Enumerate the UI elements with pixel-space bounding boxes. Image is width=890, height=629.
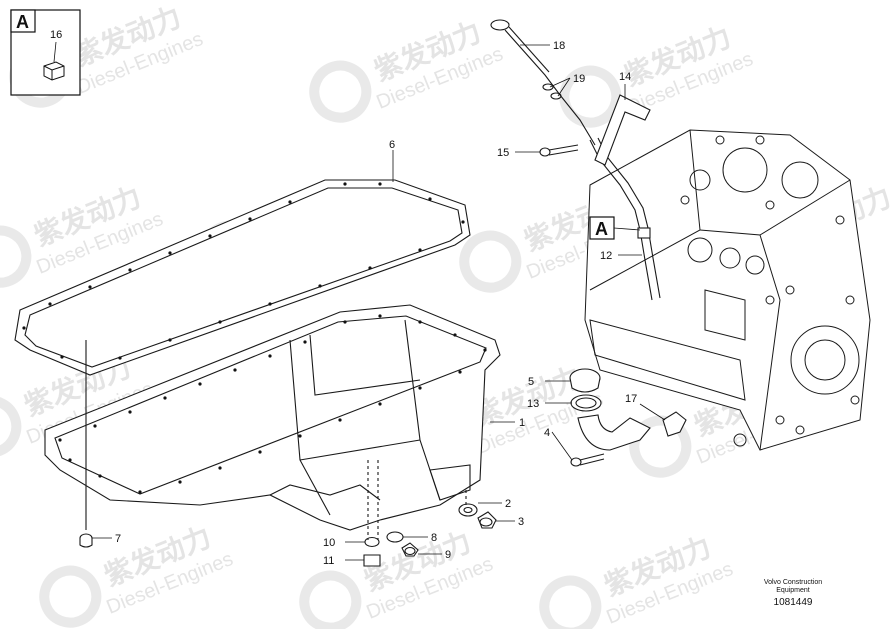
footer-company-line2: Equipment [776, 587, 810, 594]
callout-labels: 18 19 14 15 12 6 1 5 13 17 4 2 3 7 8 9 1… [115, 40, 637, 567]
plug-3 [477, 511, 497, 529]
clip-part-icon [43, 61, 65, 81]
oil-filler-assembly [569, 368, 687, 467]
callout-10: 10 [323, 537, 335, 549]
bolt-7 [79, 340, 93, 548]
watermark-logo [539, 575, 602, 629]
watermark-logo [629, 415, 692, 478]
inset-detail-a: A 16 [10, 9, 81, 96]
leader-17 [639, 403, 666, 421]
inset-tag-box [10, 9, 36, 33]
callout-13: 13 [527, 398, 539, 410]
drain-parts [363, 460, 497, 567]
callout-2: 2 [505, 498, 511, 510]
leader-16 [53, 41, 57, 63]
filler-pipe [577, 414, 651, 451]
leader-19 [549, 77, 571, 97]
watermark-14: 紫发动力 Diesel-Engines [539, 530, 736, 629]
leader-lines [92, 44, 666, 561]
watermark-logo [299, 570, 362, 629]
footer-block: Volvo Construction Equipment 1081449 [764, 579, 822, 608]
callout-6: 6 [389, 139, 395, 151]
filler-flange-gasket [662, 411, 687, 437]
oil-pan-bolt-holes [58, 314, 487, 494]
engine-block-bolt-holes [680, 135, 860, 447]
section-tag-label: A [595, 219, 608, 239]
oil-pan-gasket [14, 179, 471, 376]
tube-bracket [594, 94, 651, 166]
plug-11 [363, 554, 381, 567]
watermark-logo [459, 230, 522, 293]
tube-seal [637, 227, 651, 239]
bolt-15 [539, 144, 579, 157]
callout-5: 5 [528, 376, 534, 388]
watermark-12: 紫发动力 Diesel-Engines [39, 520, 236, 628]
watermark-logo [309, 60, 372, 123]
watermark-logo [559, 65, 622, 128]
watermark-logo [0, 225, 32, 288]
callout-8: 8 [431, 532, 437, 544]
callout-17: 17 [625, 393, 637, 405]
gasket-bolt-holes [22, 182, 465, 360]
callout-4: 4 [544, 427, 550, 439]
callout-3: 3 [518, 516, 524, 528]
callout-12: 12 [600, 250, 612, 262]
callout-15: 15 [497, 147, 509, 159]
watermark-3: 紫发动力 Diesel-Engines [559, 20, 756, 128]
washer-2 [458, 503, 478, 517]
callout-1: 1 [519, 417, 525, 429]
watermark-2: 紫发动力 Diesel-Engines [309, 15, 506, 123]
bolt-4 [570, 453, 605, 467]
callout-11: 11 [323, 555, 334, 567]
section-tag-leader [613, 227, 641, 231]
watermark-logo [39, 565, 102, 628]
section-tag-a: A [589, 216, 641, 240]
drawing-number: 1081449 [774, 597, 813, 608]
o-ring-10 [364, 536, 380, 548]
o-rings-19 [542, 83, 562, 100]
inset-tag-label: A [16, 12, 29, 32]
plug-9 [401, 542, 419, 557]
dipstick-assembly [490, 19, 661, 301]
callout-9: 9 [445, 549, 451, 561]
leader-4 [551, 431, 573, 461]
callout-16: 16 [50, 29, 62, 41]
callout-7: 7 [115, 533, 121, 545]
engine-block [584, 129, 871, 451]
washer-8 [386, 531, 404, 543]
dipstick-handle [490, 19, 510, 31]
callout-18: 18 [553, 40, 565, 52]
watermark-logo [0, 395, 22, 458]
footer-company-line1: Volvo Construction [764, 579, 822, 586]
oil-pan [44, 304, 501, 531]
callout-19: 19 [573, 73, 585, 85]
dipstick-rod [504, 29, 596, 146]
callout-14: 14 [619, 71, 631, 83]
